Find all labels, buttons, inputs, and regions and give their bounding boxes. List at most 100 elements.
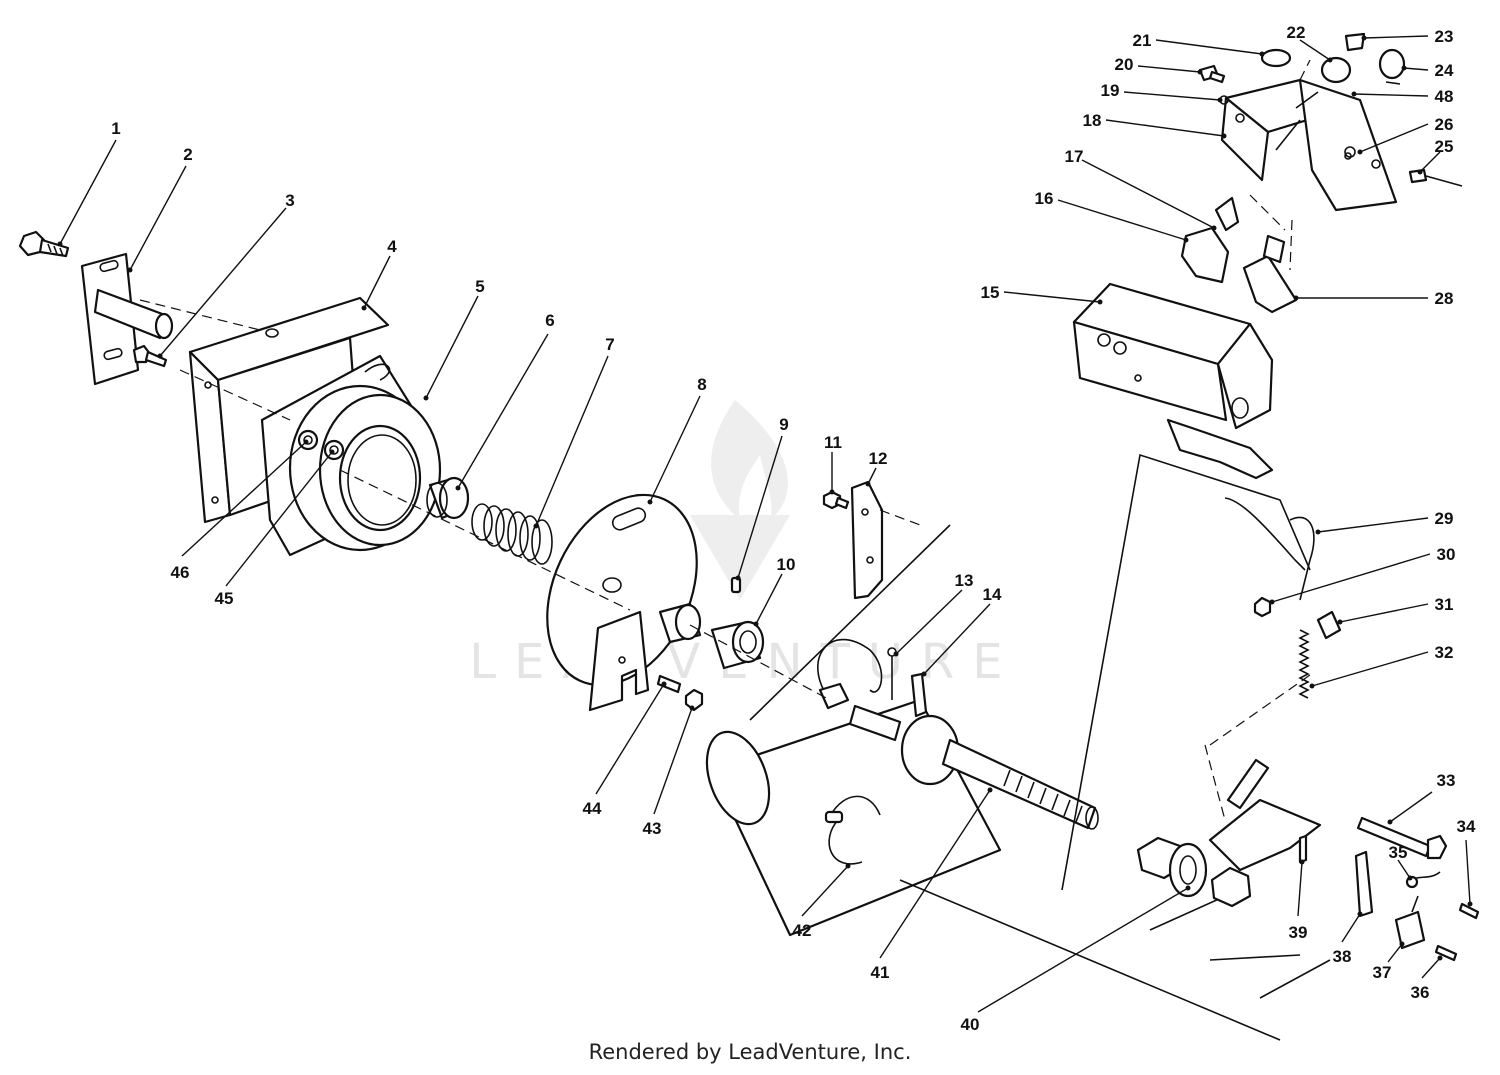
callout-23: 23 xyxy=(1361,27,1454,46)
callout-33-dot xyxy=(1387,819,1393,825)
callout-40-leader xyxy=(977,887,1189,1013)
callout-23-label: 23 xyxy=(1435,27,1454,46)
callout-30-dot xyxy=(1269,599,1275,605)
callout-26-dot xyxy=(1357,149,1363,155)
part-22-knob xyxy=(1320,56,1352,84)
callout-14-leader xyxy=(923,603,991,675)
callout-29-label: 29 xyxy=(1435,509,1454,528)
callout-35-leader xyxy=(1397,859,1411,879)
part-16-toggle-switch xyxy=(1180,196,1240,284)
callout-9: 9 xyxy=(735,415,789,581)
part-28-toggle-switch xyxy=(1242,234,1298,314)
callout-7: 7 xyxy=(533,335,615,529)
callout-20-dot xyxy=(1197,69,1203,75)
callout-4-dot xyxy=(361,305,367,311)
callout-17-label: 17 xyxy=(1065,147,1084,166)
callout-34-dot xyxy=(1467,901,1473,907)
callout-44-dot xyxy=(661,681,667,687)
callout-18-dot xyxy=(1221,133,1227,139)
callout-7-label: 7 xyxy=(605,335,614,354)
callout-3-leader xyxy=(159,207,287,357)
callout-17-leader xyxy=(1081,159,1215,229)
callout-9-label: 9 xyxy=(779,415,788,434)
callout-25: 25 xyxy=(1417,137,1453,175)
callout-36-dot xyxy=(1437,955,1443,961)
callout-42-label: 42 xyxy=(793,921,812,940)
callout-14-dot xyxy=(921,671,927,677)
callout-4-label: 4 xyxy=(387,237,397,256)
callout-8: 8 xyxy=(647,375,707,505)
part-40-hardware xyxy=(1136,836,1252,908)
callout-12: 12 xyxy=(865,449,888,487)
callout-12-label: 12 xyxy=(869,449,888,468)
part-2-bracket xyxy=(80,252,174,386)
callout-1-dot xyxy=(57,241,63,247)
callout-37-leader xyxy=(1387,943,1403,963)
callout-32-label: 32 xyxy=(1435,643,1454,662)
callout-41-dot xyxy=(987,787,993,793)
part-34-screw xyxy=(1458,902,1480,920)
part-11-screw xyxy=(822,490,850,510)
callout-33-leader xyxy=(1389,791,1433,823)
part-30-nut xyxy=(1253,596,1272,618)
callout-21-leader xyxy=(1155,39,1263,55)
callout-2-leader xyxy=(129,165,187,271)
part-31-block xyxy=(1316,610,1342,640)
callout-23-leader xyxy=(1363,35,1429,39)
wire-sleeve xyxy=(818,682,850,710)
part-7-spring xyxy=(471,503,553,565)
part-15-control-box xyxy=(1072,282,1274,430)
part-26-fastener xyxy=(1344,152,1352,160)
assembly-line-b xyxy=(139,299,921,701)
callout-16-leader xyxy=(1057,199,1187,241)
callout-21: 21 xyxy=(1133,31,1265,57)
callout-25-leader xyxy=(1419,151,1441,173)
callout-37: 37 xyxy=(1373,941,1405,982)
callout-8-leader xyxy=(649,395,701,503)
callout-30-label: 30 xyxy=(1437,545,1456,564)
callout-41: 41 xyxy=(871,787,993,982)
callout-3-dot xyxy=(157,353,163,359)
callout-45-leader xyxy=(225,451,333,587)
callout-39-leader xyxy=(1297,861,1303,917)
callout-13: 13 xyxy=(893,571,973,657)
callout-40-label: 40 xyxy=(961,1015,980,1034)
part-43-nut xyxy=(684,688,704,712)
callout-2-dot xyxy=(127,267,133,273)
callout-3-label: 3 xyxy=(285,191,294,210)
part-33-bolt xyxy=(1356,816,1448,860)
callout-15-leader xyxy=(1003,291,1101,303)
part-38-plate xyxy=(1354,850,1374,918)
callout-39: 39 xyxy=(1289,859,1307,942)
callout-34-leader xyxy=(1465,839,1471,905)
callout-38-label: 38 xyxy=(1333,947,1352,966)
part-39-pin xyxy=(1298,834,1308,864)
callout-46-dot xyxy=(303,439,309,445)
callout-31-dot xyxy=(1337,619,1343,625)
callout-37-label: 37 xyxy=(1373,963,1392,982)
part-18-switch-bracket xyxy=(1220,78,1398,212)
callout-31: 31 xyxy=(1337,595,1453,625)
callout-22-leader xyxy=(1299,39,1331,61)
callout-48-label: 48 xyxy=(1435,87,1454,106)
callout-48: 48 xyxy=(1351,87,1454,106)
callout-48-leader xyxy=(1353,93,1429,97)
part-12-bracket xyxy=(850,480,884,600)
callout-37-dot xyxy=(1399,941,1405,947)
callout-33: 33 xyxy=(1387,771,1455,825)
lower-bracket xyxy=(1166,418,1274,480)
callout-15-dot xyxy=(1097,299,1103,305)
callout-13-leader xyxy=(895,589,963,655)
callout-group: 1 2 3 4 5 6 7 8 9 10 11 12 13 14 15 16 1… xyxy=(57,23,1476,1034)
callout-6-label: 6 xyxy=(545,311,554,330)
part-23-light-cap xyxy=(1344,32,1366,52)
callout-12-leader xyxy=(867,467,877,485)
callout-15: 15 xyxy=(981,283,1103,305)
callout-8-dot xyxy=(647,499,653,505)
callout-41-label: 41 xyxy=(871,963,890,982)
callout-14: 14 xyxy=(921,585,1002,677)
callout-16-label: 16 xyxy=(1035,189,1054,208)
callout-8-label: 8 xyxy=(697,375,706,394)
callout-30: 30 xyxy=(1269,545,1456,605)
